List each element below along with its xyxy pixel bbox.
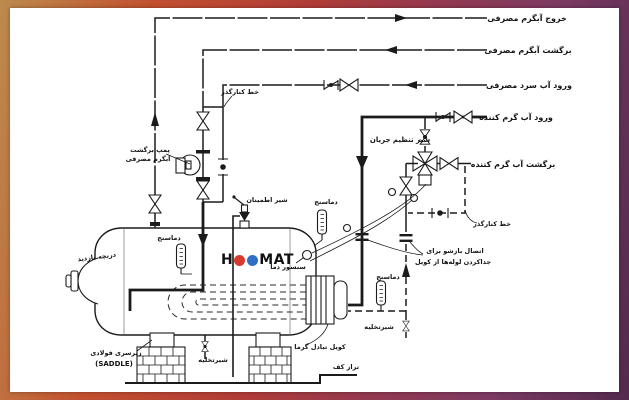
logo-text-left: H bbox=[221, 252, 234, 268]
label-saddle-fa: زیرسری فولادی bbox=[90, 349, 142, 357]
storage-tank bbox=[65, 227, 348, 336]
label-thermometer-tank: دماسنج bbox=[157, 234, 181, 242]
pipe-cold-water-in bbox=[222, 78, 487, 107]
label-pump-2: آبگرم مصرفی bbox=[126, 154, 172, 163]
label-heating-water-in: ورود آب گرم کننده bbox=[479, 112, 553, 122]
heat-exchange-coil bbox=[167, 284, 306, 320]
floor-line bbox=[125, 374, 357, 384]
logo-text-right: MAT bbox=[259, 252, 294, 268]
bypass-line-right-pipe bbox=[408, 166, 466, 214]
label-bypass-line-right: خط کنارگذر bbox=[472, 220, 511, 228]
label-safety-valve: شیر اطمینان bbox=[246, 196, 287, 204]
logo-dot-red-icon bbox=[234, 254, 246, 266]
three-way-valve bbox=[412, 151, 438, 186]
saddle-right bbox=[255, 332, 281, 348]
label-thermometer-right: دماسنج bbox=[376, 273, 400, 281]
saddle-supports bbox=[125, 332, 357, 384]
label-union-note-1: اتصال بازشو برای bbox=[426, 247, 483, 255]
pipe-hot-water-out bbox=[148, 14, 487, 228]
pipe-hot-water-return bbox=[202, 46, 487, 107]
pipe-heating-return bbox=[408, 156, 471, 219]
label-heating-water-return: برگشت آب گرم کننده bbox=[471, 159, 555, 169]
coil-return-line bbox=[348, 162, 419, 338]
logo-dot-blue-icon bbox=[247, 254, 259, 266]
drain-valve-bottom bbox=[201, 335, 209, 359]
thermometer-inside-tank bbox=[175, 243, 192, 275]
label-floor-level: تراز کف bbox=[333, 363, 359, 371]
safety-valve bbox=[232, 195, 250, 377]
hoomat-logo: H MAT bbox=[221, 252, 311, 268]
drain-valve-right bbox=[402, 320, 410, 332]
inspection-door bbox=[65, 257, 99, 305]
thermometer-tank-top bbox=[313, 209, 328, 247]
leader-lines bbox=[136, 95, 478, 352]
label-hot-water-out: خروج آبگرم مصرفی bbox=[487, 13, 567, 23]
label-drain-bottom: شیرتخلیه bbox=[198, 356, 227, 364]
label-hot-water-return: برگشت آبگرم مصرفی bbox=[484, 45, 571, 55]
brick-pier-left bbox=[136, 346, 186, 384]
coil-flange bbox=[305, 275, 348, 325]
capillary-tubes bbox=[309, 183, 427, 262]
pump-circuit bbox=[175, 106, 229, 203]
brick-pier-right bbox=[248, 346, 292, 384]
label-bypass-line-top: خط کنارگذر bbox=[220, 88, 259, 96]
label-cold-water-in: ورود آب سرد مصرفی bbox=[486, 80, 572, 90]
union-return bbox=[399, 234, 413, 242]
dip-tube bbox=[128, 202, 208, 311]
label-saddle-en: (SADDLE) bbox=[95, 360, 133, 368]
temp-sensor-boss bbox=[301, 249, 313, 261]
label-temp-sensor: سنسور دما bbox=[270, 263, 306, 271]
label-flow-regulating-valve: شیر تنظیم جریان bbox=[370, 136, 430, 144]
three-way-valve-assembly bbox=[412, 117, 438, 186]
label-drain-right: شیرتخلیه bbox=[364, 323, 393, 331]
flow-regulating-valve bbox=[419, 129, 431, 145]
saddle-left bbox=[149, 332, 175, 348]
label-thermometer-top: دماسنج bbox=[314, 198, 338, 206]
thermometer-heating-line bbox=[375, 280, 387, 312]
label-heat-coil: کویل تبادل گرما bbox=[294, 343, 346, 351]
label-pump-1: پمپ برگشت bbox=[130, 146, 170, 154]
recirculation-pump bbox=[175, 150, 210, 181]
label-union-note-2: جداکردن لوله‌ها از کویل bbox=[415, 258, 491, 266]
